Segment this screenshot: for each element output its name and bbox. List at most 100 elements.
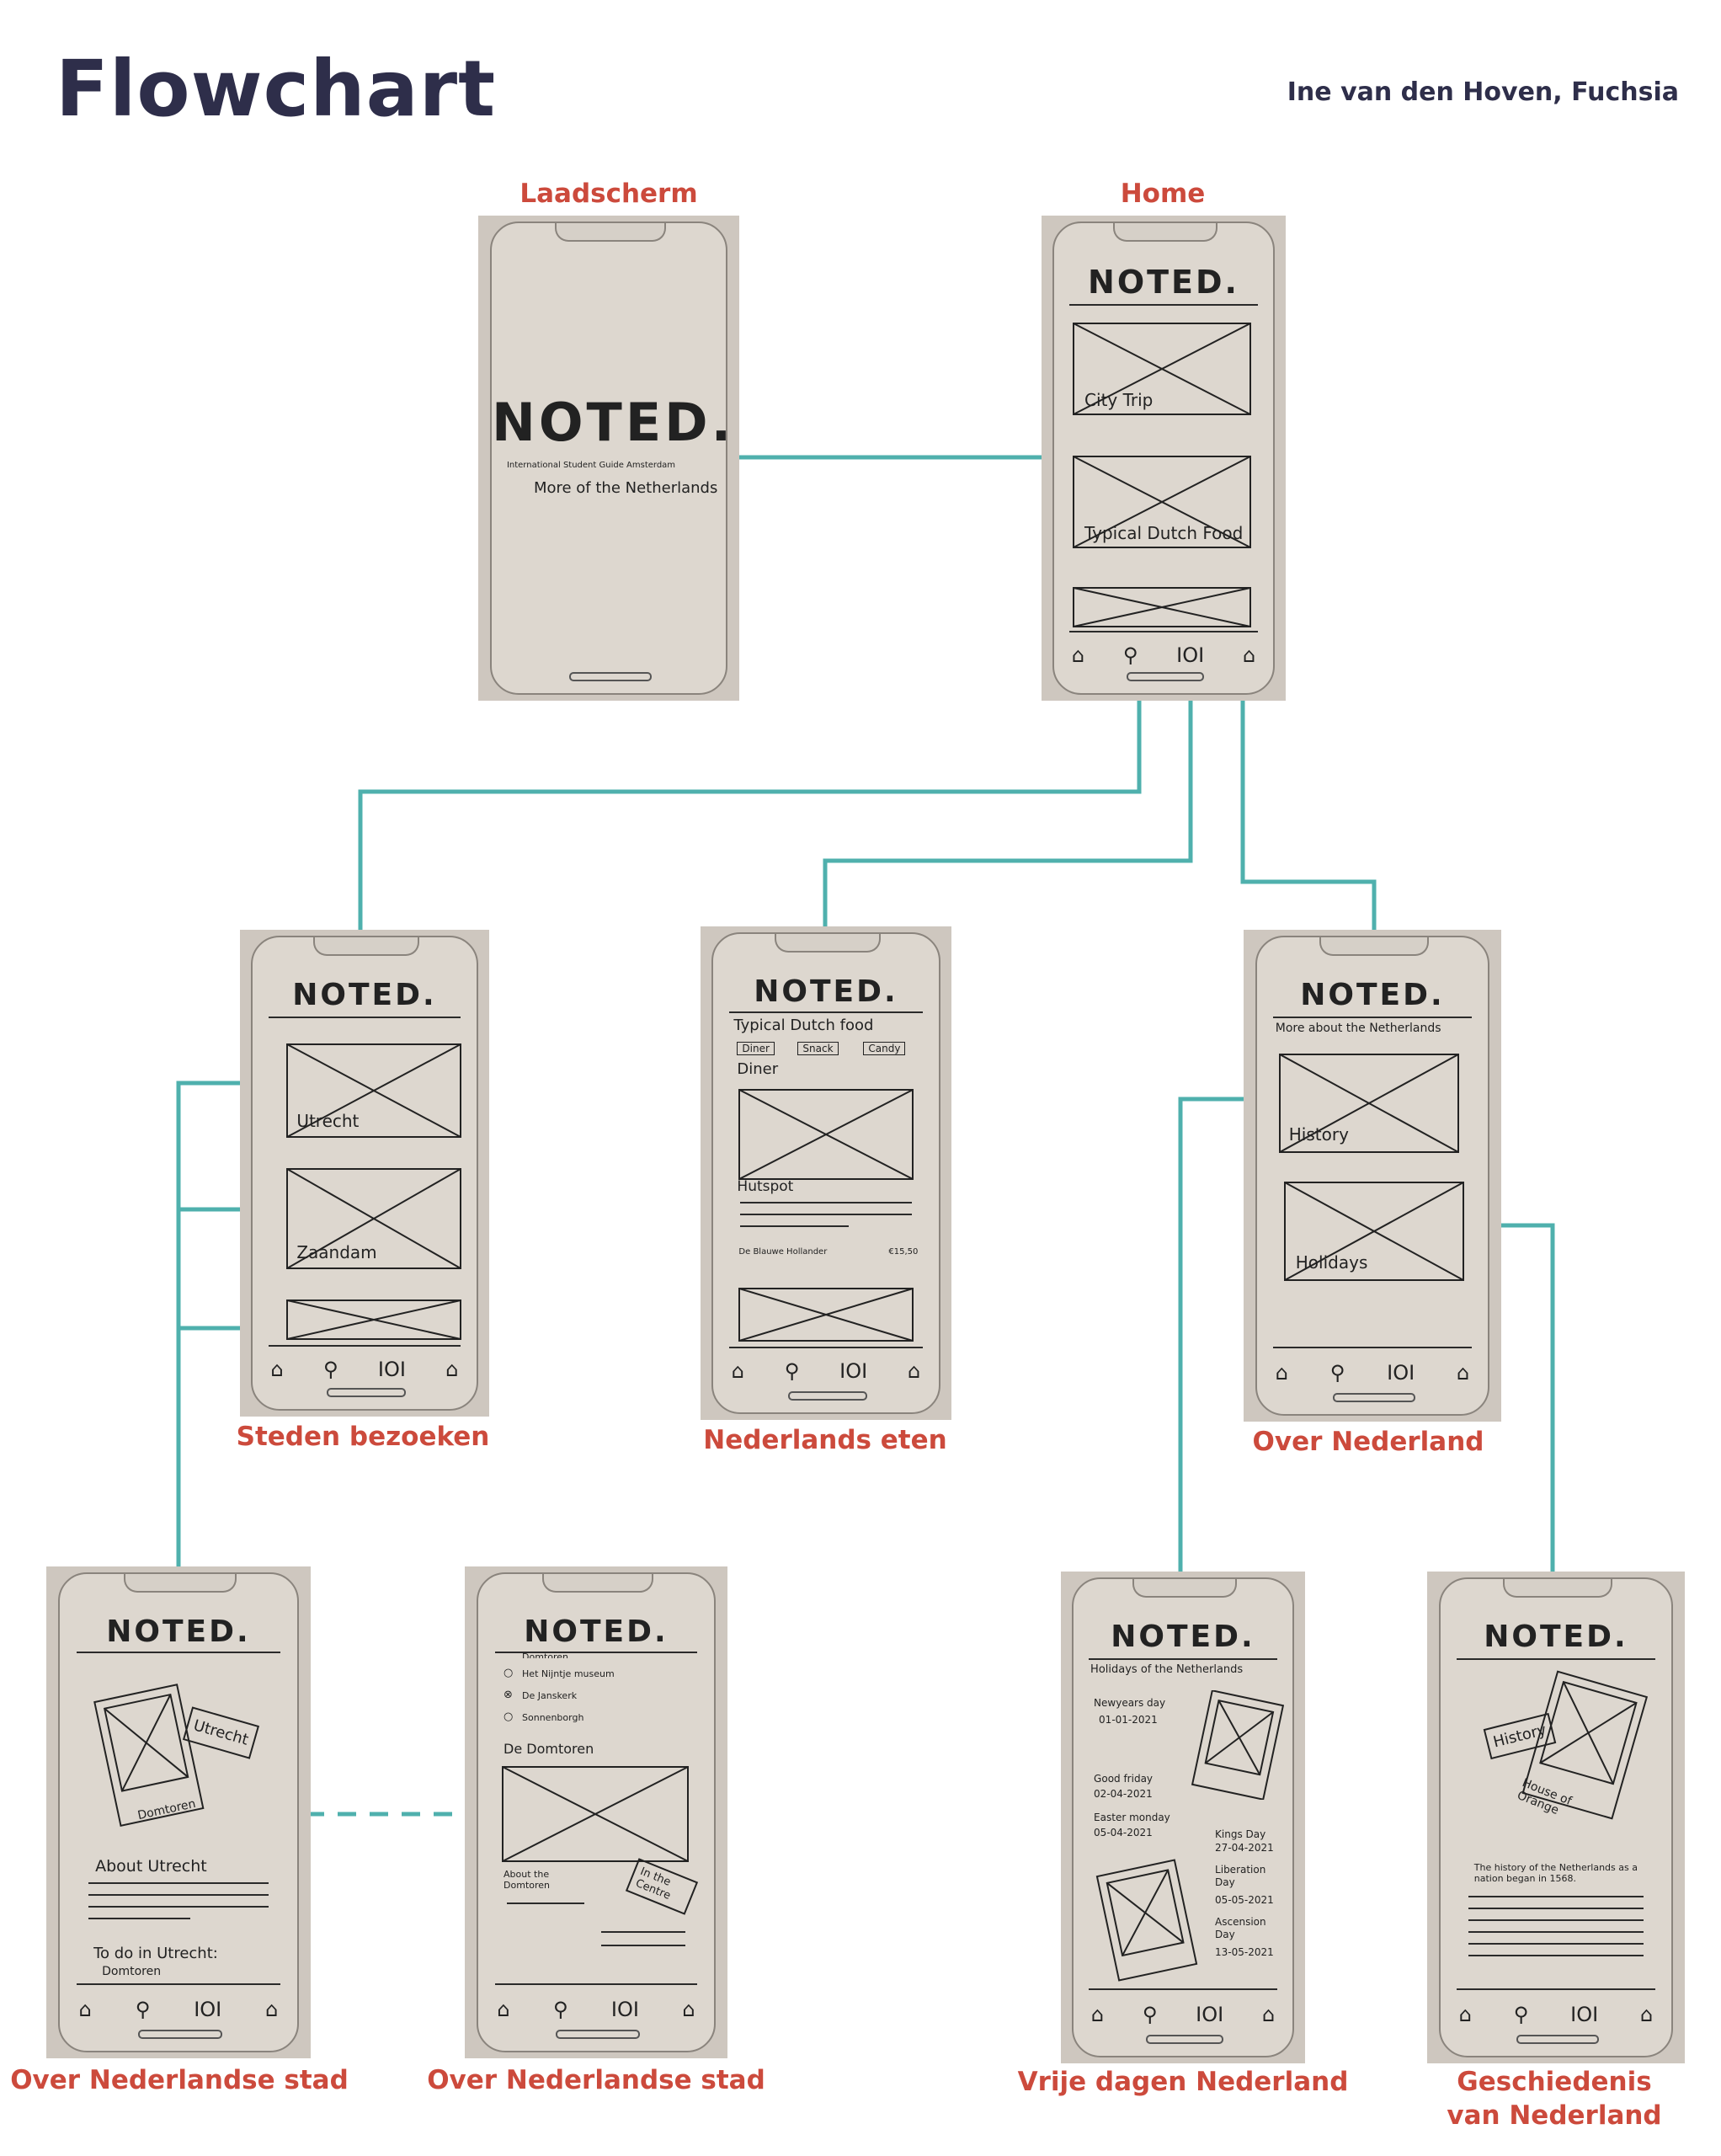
card-typical-dutch-food[interactable]: Typical Dutch Food	[1084, 522, 1244, 543]
connector-home-steden	[356, 664, 1142, 939]
label-steden: Steden bezoeken	[236, 1422, 490, 1452]
section-diner: Diner	[737, 1060, 779, 1079]
dish-hutspot[interactable]: Hutspot	[737, 1178, 794, 1196]
phone-notch	[1132, 1579, 1237, 1598]
screen-steden: NOTED. Utrecht Zaandam ⌂ ⚲ IOI ⌂	[240, 930, 489, 1417]
holiday-date: 05-05-2021	[1215, 1894, 1274, 1906]
checkbox-checked-icon[interactable]: ⊗	[504, 1689, 513, 1701]
screen-stad-2: NOTED. Domtoren ○ Het Nijntje museum ⊗ D…	[465, 1566, 727, 2058]
tag-candy[interactable]: Candy	[863, 1042, 906, 1056]
phone-frame: NOTED. International Student Guide Amste…	[489, 221, 728, 696]
location-pin-icon[interactable]: ⚲	[1142, 2003, 1158, 2026]
home-icon[interactable]: ⌂	[497, 1998, 510, 2021]
bottom-nav: ⌂ ⚲ IOI ⌂	[1459, 2000, 1654, 2029]
location-pin-icon[interactable]: ⚲	[1329, 1361, 1345, 1385]
home-icon[interactable]: ⌂	[731, 1358, 745, 1383]
food-icon[interactable]: IOI	[1570, 2003, 1599, 2026]
phone-frame: NOTED. More about the Netherlands Histor…	[1255, 936, 1490, 1416]
card-zaandam[interactable]: Zaandam	[296, 1241, 377, 1262]
graduation-cap-icon[interactable]: ⌂	[445, 1358, 459, 1382]
hutspot-image-placeholder	[738, 1089, 914, 1181]
home-icon[interactable]: ⌂	[1090, 2003, 1105, 2026]
connector-home-eten	[821, 664, 1193, 935]
label-stad-2: Over Nederlandse stad	[427, 2065, 765, 2095]
checklist-item-nijntje[interactable]: Het Nijntje museum	[522, 1668, 615, 1679]
food-icon[interactable]: IOI	[1387, 1361, 1415, 1385]
screen-home: NOTED. City Trip Typical Dutch Food ⌂ ⚲ …	[1042, 216, 1286, 701]
food-icon[interactable]: IOI	[377, 1358, 406, 1382]
graduation-cap-icon[interactable]: ⌂	[1640, 2003, 1654, 2026]
card-utrecht[interactable]: Utrecht	[296, 1110, 360, 1131]
holiday-name: Kings Day	[1215, 1828, 1266, 1840]
utrecht-image-placeholder	[286, 1043, 462, 1138]
location-pin-icon[interactable]: ⚲	[135, 1998, 151, 2021]
todo-heading: To do in Utrecht:	[93, 1945, 218, 1962]
graduation-cap-icon[interactable]: ⌂	[682, 1998, 695, 2021]
home-icon[interactable]: ⌂	[1071, 643, 1085, 668]
card-holidays[interactable]: Holidays	[1295, 1252, 1368, 1273]
label-stad-1: Over Nederlandse stad	[10, 2065, 349, 2095]
checkbox-icon[interactable]: ○	[504, 1710, 514, 1723]
phone-frame: NOTED. Domtoren ○ Het Nijntje museum ⊗ D…	[477, 1572, 716, 2052]
checkbox-icon[interactable]: ○	[504, 1667, 514, 1679]
home-icon[interactable]: ⌂	[1458, 2003, 1472, 2026]
food-icon[interactable]: IOI	[1176, 643, 1205, 668]
home-indicator	[1516, 2035, 1599, 2044]
checklist-item-janskerk[interactable]: De Janskerk	[522, 1690, 578, 1701]
next-dish-placeholder	[738, 1288, 914, 1342]
card-city-trip[interactable]: City Trip	[1084, 389, 1154, 410]
nav-divider	[1456, 1988, 1656, 1990]
holiday-date: 01-01-2021	[1099, 1714, 1158, 1726]
tag-in-the-centre: In the Centre	[625, 1858, 699, 1915]
nav-divider	[76, 1983, 281, 1985]
phone-notch	[555, 222, 666, 242]
food-icon[interactable]: IOI	[1196, 2003, 1224, 2026]
app-logo: NOTED.	[491, 391, 728, 453]
location-pin-icon[interactable]: ⚲	[323, 1358, 338, 1382]
tag-snack[interactable]: Snack	[797, 1042, 839, 1056]
holidays-heading: Holidays of the Netherlands	[1090, 1663, 1244, 1676]
nav-divider	[729, 1347, 923, 1349]
graduation-cap-icon[interactable]: ⌂	[265, 1998, 279, 2021]
food-icon[interactable]: IOI	[194, 1998, 222, 2021]
text-line	[88, 1894, 269, 1896]
tagline: More of the Netherlands	[533, 478, 718, 497]
location-pin-icon[interactable]: ⚲	[1122, 643, 1138, 668]
description-line	[740, 1225, 849, 1228]
graduation-cap-icon[interactable]: ⌂	[1457, 1361, 1470, 1385]
phone-notch	[1502, 1579, 1613, 1598]
tag-diner[interactable]: Diner	[737, 1042, 775, 1056]
graduation-cap-icon[interactable]: ⌂	[907, 1358, 921, 1383]
checklist-item-sonnenborgh[interactable]: Sonnenborgh	[522, 1712, 584, 1723]
domtoren-photo	[93, 1684, 205, 1827]
description-line	[740, 1202, 912, 1204]
location-pin-icon[interactable]: ⚲	[784, 1358, 800, 1383]
home-indicator	[1333, 1393, 1415, 1402]
header-divider	[494, 1652, 698, 1653]
phone-frame: NOTED. Holidays of the Netherlands Newye…	[1072, 1577, 1294, 2057]
todo-first-item[interactable]: Domtoren	[102, 1965, 162, 1978]
text-line	[1468, 1955, 1644, 1956]
app-logo: NOTED.	[754, 974, 898, 1010]
home-icon[interactable]: ⌂	[1275, 1361, 1288, 1385]
text-line	[1468, 1896, 1644, 1897]
home-indicator	[1145, 2035, 1224, 2044]
location-pin-icon[interactable]: ⚲	[1513, 2003, 1529, 2026]
graduation-cap-icon[interactable]: ⌂	[1261, 2003, 1276, 2026]
food-icon[interactable]: IOI	[839, 1358, 868, 1383]
food-icon[interactable]: IOI	[610, 1998, 639, 2021]
bottom-nav: ⌂ ⚲ IOI ⌂	[1072, 641, 1255, 670]
nav-divider	[1272, 1347, 1473, 1348]
holiday-photo-2	[1095, 1859, 1198, 1982]
graduation-cap-icon[interactable]: ⌂	[1242, 643, 1256, 668]
text-line	[506, 1903, 585, 1904]
card-history[interactable]: History	[1288, 1124, 1349, 1145]
checklist-item-domtoren[interactable]: Domtoren	[522, 1652, 569, 1658]
home-icon[interactable]: ⌂	[270, 1358, 284, 1382]
home-icon[interactable]: ⌂	[78, 1998, 92, 2021]
screen-vrije: NOTED. Holidays of the Netherlands Newye…	[1061, 1572, 1305, 2063]
location-pin-icon[interactable]: ⚲	[553, 1998, 568, 2021]
label-over: Over Nederland	[1252, 1427, 1484, 1457]
phone-frame: NOTED. City Trip Typical Dutch Food ⌂ ⚲ …	[1052, 221, 1275, 696]
header-divider	[1272, 1017, 1473, 1018]
